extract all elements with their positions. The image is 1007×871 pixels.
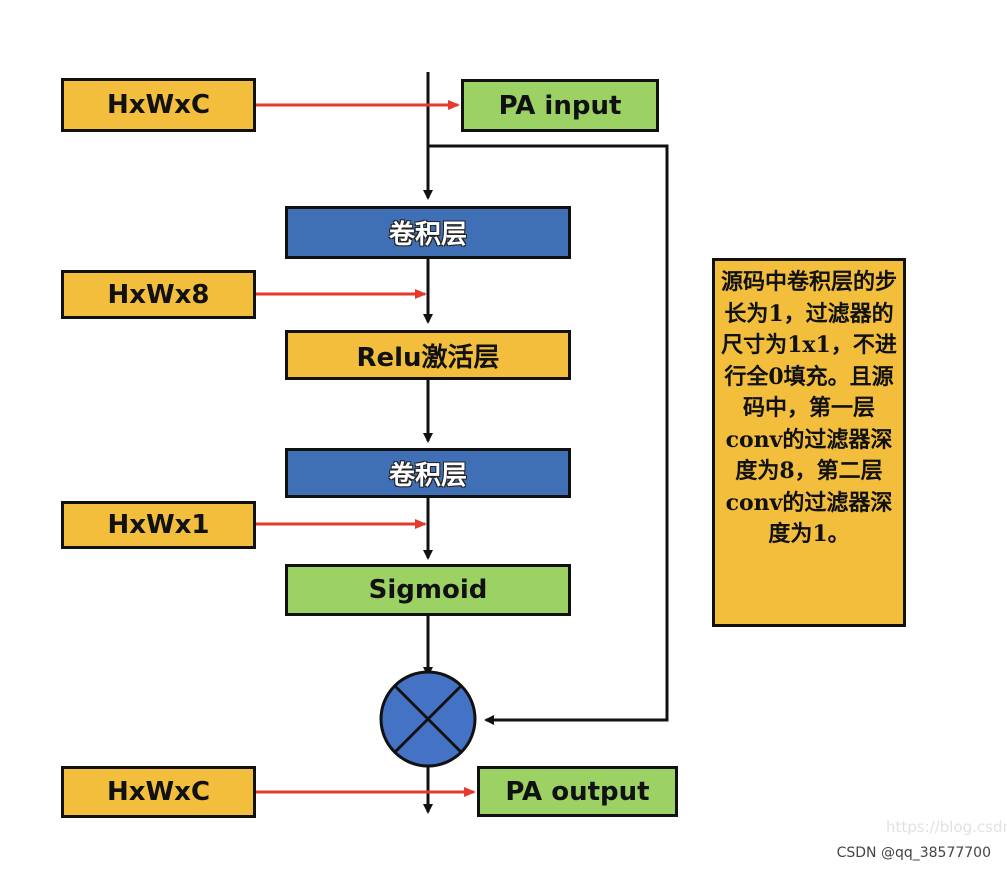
output-shape-box: HxWxC <box>61 766 256 818</box>
relu-layer: Relu激活层 <box>285 330 571 380</box>
watermark-credit: CSDN @qq_38577700 <box>836 845 991 861</box>
explanation-note: 源码中卷积层的步长为1，过滤器的尺寸为1x1，不进行全0填充。且源码中，第一层c… <box>712 258 906 627</box>
sigmoid-layer: Sigmoid <box>285 564 571 616</box>
multiply-icon <box>379 670 477 768</box>
pa-input-box: PA input <box>461 79 659 132</box>
pa-output-box: PA output <box>477 766 678 817</box>
watermark-faint: https://blog.csdn <box>886 818 1007 836</box>
shape-after-conv2-box: HxWx1 <box>61 501 256 549</box>
skip-connection <box>428 144 669 725</box>
conv-layer-1: 卷积层 <box>285 206 571 259</box>
input-shape-box: HxWxC <box>61 78 256 132</box>
shape-after-conv1-box: HxWx8 <box>61 270 256 319</box>
conv-layer-2: 卷积层 <box>285 448 571 498</box>
